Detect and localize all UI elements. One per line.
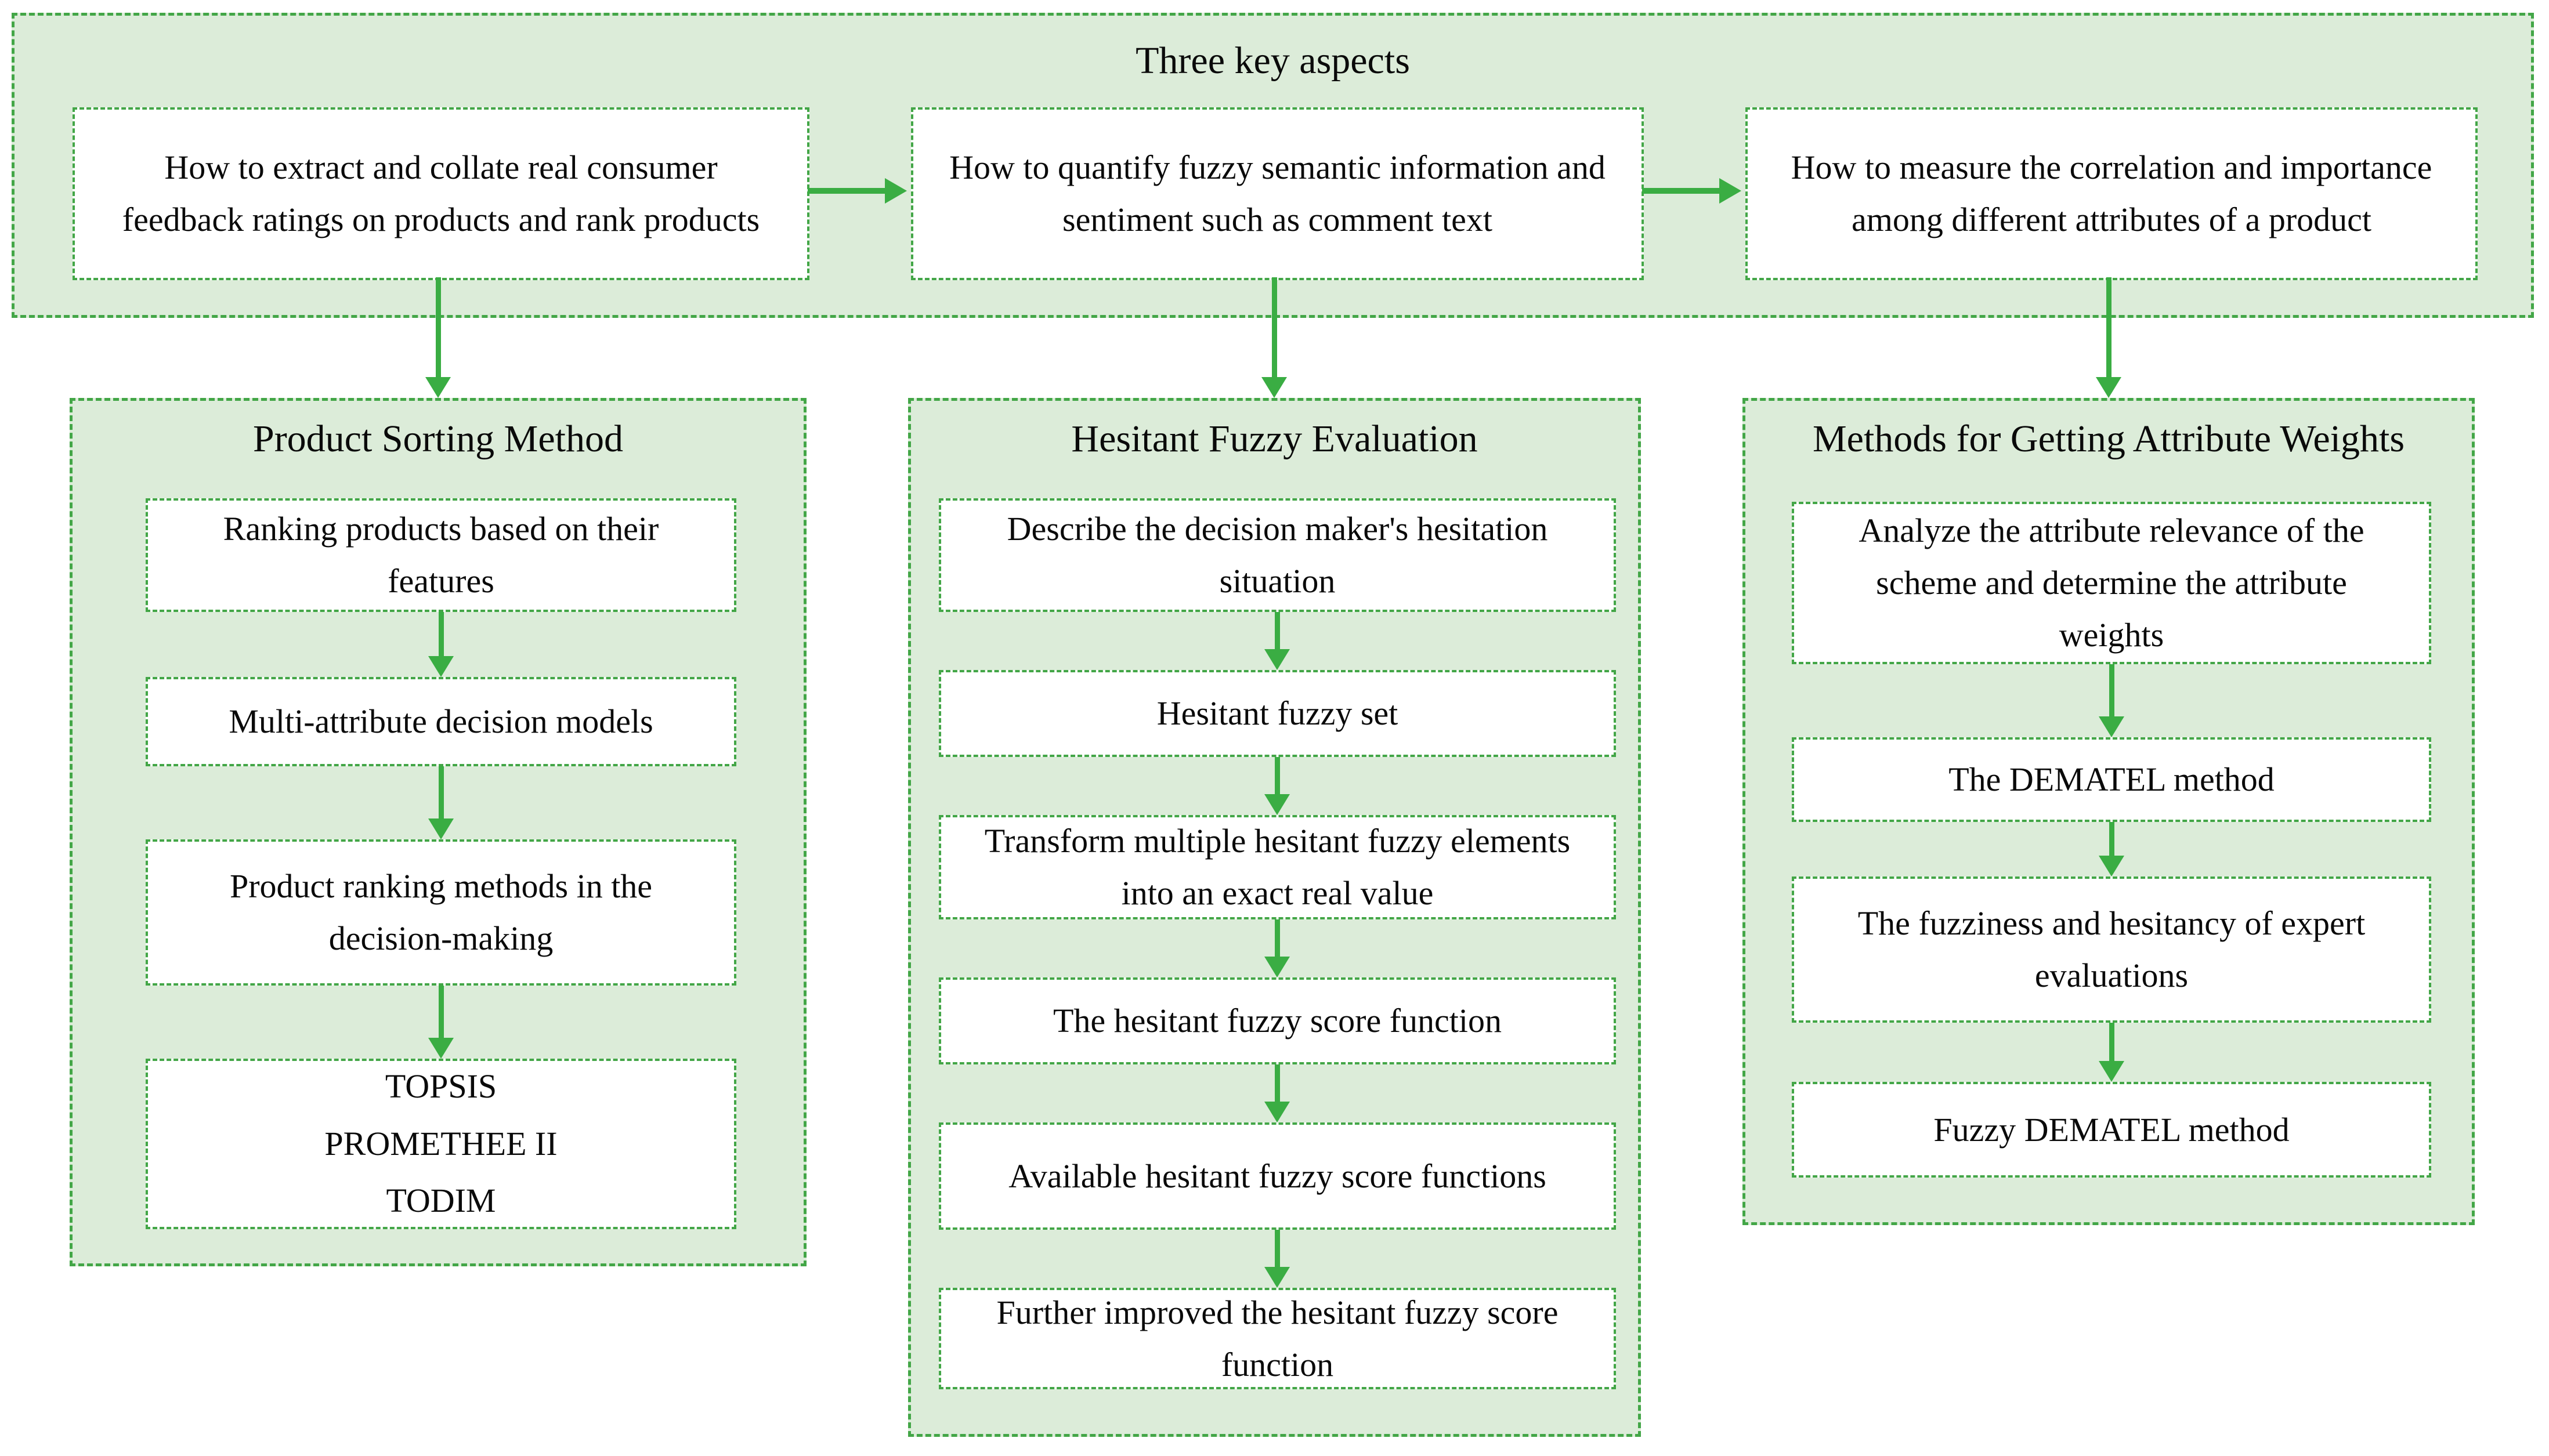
arrow-down-icon: [2099, 1023, 2124, 1082]
box-fuzziness-hesitancy-experts: The fuzziness and hesitancy of expert ev…: [1792, 877, 2431, 1023]
box-describe-hesitation-situation: Describe the decision maker's hesitation…: [939, 498, 1616, 612]
box-product-ranking-methods: Product ranking methods in the decision-…: [146, 839, 736, 986]
box-analyze-attribute-relevance: Analyze the attribute relevance of the s…: [1792, 502, 2431, 664]
box-dematel-method: The DEMATEL method: [1792, 737, 2431, 822]
arrow-right-icon-1: [808, 178, 907, 204]
arrow-down-icon: [1264, 919, 1290, 977]
box-transform-hesitant-elements: Transform multiple hesitant fuzzy elemen…: [939, 815, 1616, 919]
column-header-attribute-weights: Methods for Getting Attribute Weights: [1812, 418, 2405, 460]
column-attribute-weights-methods: Methods for Getting Attribute Weights An…: [1742, 398, 2475, 1225]
arrow-down-icon: [1264, 612, 1290, 670]
box-hesitant-fuzzy-score-function: The hesitant fuzzy score function: [939, 977, 1616, 1064]
arrow-down-icon-to-hesitant-fuzzy: [1261, 277, 1287, 398]
banner-three-key-aspects: Three key aspects How to extract and col…: [12, 13, 2534, 318]
box-available-score-functions: Available hesitant fuzzy score functions: [939, 1122, 1616, 1230]
banner-title: Three key aspects: [1136, 39, 1410, 82]
arrow-down-icon: [1264, 1064, 1290, 1122]
column-header-hesitant-fuzzy: Hesitant Fuzzy Evaluation: [1071, 418, 1478, 460]
arrow-right-icon-2: [1642, 178, 1741, 204]
aspect-box-extract-ratings: How to extract and collate real consumer…: [73, 107, 809, 280]
arrow-down-icon: [1264, 1230, 1290, 1288]
arrow-down-icon: [428, 766, 454, 839]
arrow-down-icon: [428, 612, 454, 677]
column-product-sorting-method: Product Sorting Method Ranking products …: [70, 398, 807, 1266]
box-multi-attribute-decision-models: Multi-attribute decision models: [146, 677, 736, 766]
column-hesitant-fuzzy-evaluation: Hesitant Fuzzy Evaluation Describe the d…: [908, 398, 1641, 1437]
arrow-down-icon-to-product-sorting: [425, 277, 451, 398]
box-hesitant-fuzzy-set: Hesitant fuzzy set: [939, 670, 1616, 757]
aspect-box-quantify-fuzzy-semantics: How to quantify fuzzy semantic informati…: [911, 107, 1644, 280]
box-fuzzy-dematel-method: Fuzzy DEMATEL method: [1792, 1082, 2431, 1178]
box-ranking-products-features: Ranking products based on their features: [146, 498, 736, 612]
box-topsis-promethee-todim: TOPSIS PROMETHEE II TODIM: [146, 1059, 736, 1229]
arrow-down-icon: [428, 986, 454, 1059]
box-further-improved-score-function: Further improved the hesitant fuzzy scor…: [939, 1288, 1616, 1389]
column-header-product-sorting: Product Sorting Method: [253, 418, 623, 460]
arrow-down-icon: [2099, 664, 2124, 737]
arrow-down-icon-to-attribute-weights: [2096, 277, 2121, 398]
arrow-down-icon: [1264, 757, 1290, 815]
aspect-box-measure-correlation: How to measure the correlation and impor…: [1745, 107, 2478, 280]
arrow-down-icon: [2099, 822, 2124, 877]
